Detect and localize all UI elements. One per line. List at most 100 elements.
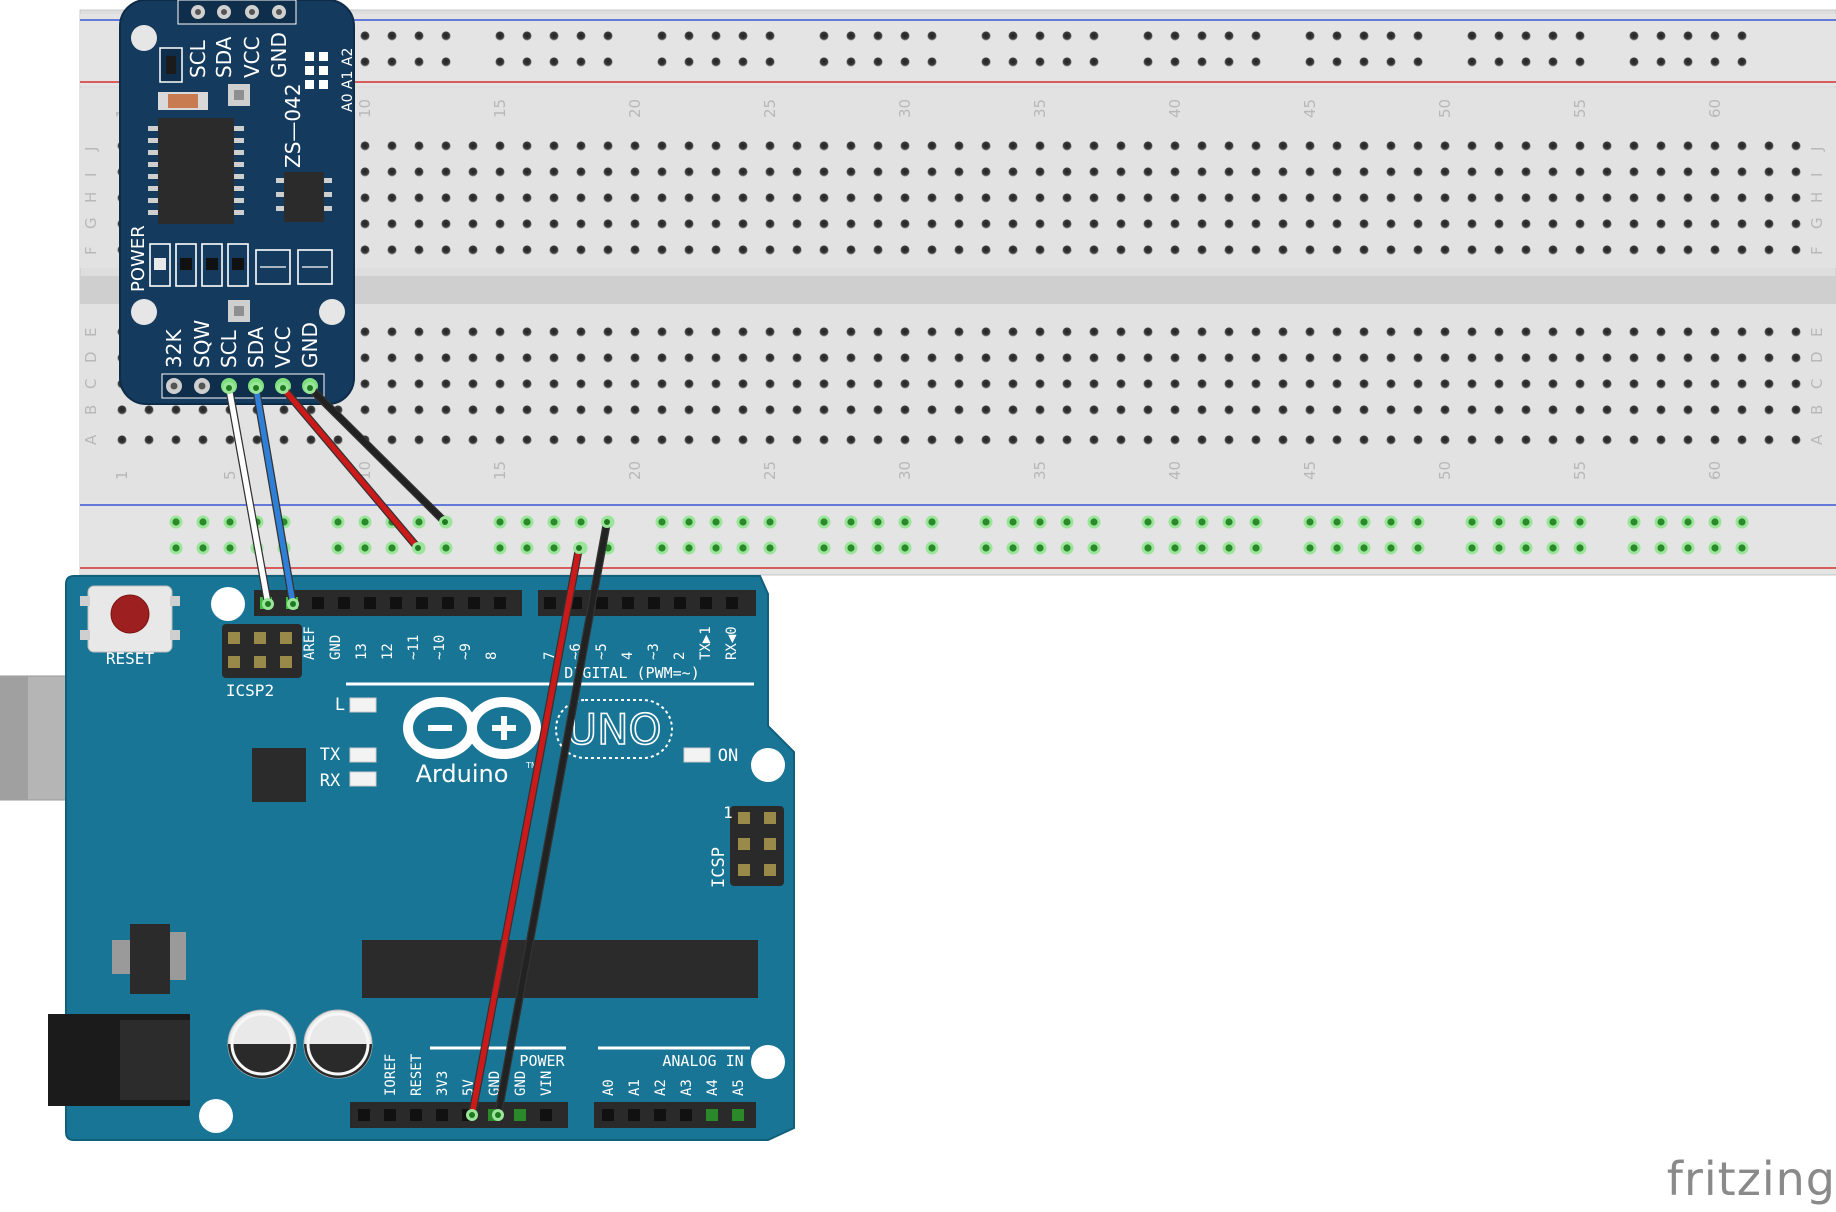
breadboard-hole[interactable] [1494,141,1504,151]
breadboard-hole[interactable] [1035,353,1045,363]
breadboard-hole[interactable] [306,435,316,445]
power-rail-hole[interactable] [1683,31,1693,41]
power-rail-hole[interactable] [1549,544,1557,552]
power-rail-hole[interactable] [1548,31,1558,41]
power-rail-hole[interactable] [1197,57,1207,67]
icsp2-pin[interactable] [280,656,292,668]
breadboard-hole[interactable] [414,245,424,255]
breadboard-hole[interactable] [981,219,991,229]
breadboard-hole[interactable] [387,141,397,151]
breadboard-hole[interactable] [873,405,883,415]
digital-header-pin[interactable] [674,597,686,609]
wire-5v[interactable] [469,545,582,1118]
power-rail-hole[interactable] [873,57,883,67]
breadboard-hole[interactable] [1494,405,1504,415]
breadboard-hole[interactable] [792,405,802,415]
icsp-pin[interactable] [738,812,750,824]
breadboard-hole[interactable] [1224,219,1234,229]
breadboard-hole[interactable] [441,405,451,415]
breadboard-hole[interactable] [495,379,505,389]
breadboard-hole[interactable] [1008,245,1018,255]
power-rail-hole[interactable] [1468,518,1476,526]
breadboard-hole[interactable] [873,193,883,203]
breadboard-hole[interactable] [630,141,640,151]
power-rail-hole[interactable] [1468,544,1476,552]
power-rail-hole[interactable] [1656,31,1666,41]
breadboard-hole[interactable] [603,141,613,151]
power-rail-hole[interactable] [1576,518,1584,526]
power-rail-hole[interactable] [684,31,694,41]
power-rail-hole[interactable] [1197,31,1207,41]
breadboard-hole[interactable] [387,405,397,415]
breadboard-hole[interactable] [1494,379,1504,389]
breadboard-hole[interactable] [1197,193,1207,203]
power-header-pin[interactable] [436,1109,448,1121]
breadboard-hole[interactable] [657,193,667,203]
power-rail-hole[interactable] [1684,544,1692,552]
breadboard-hole[interactable] [117,435,127,445]
breadboard-hole[interactable] [144,435,154,445]
breadboard-hole[interactable] [1629,435,1639,445]
breadboard-hole[interactable] [792,219,802,229]
breadboard-hole[interactable] [1116,327,1126,337]
breadboard-hole[interactable] [684,193,694,203]
breadboard-hole[interactable] [1602,245,1612,255]
breadboard-hole[interactable] [576,193,586,203]
breadboard-hole[interactable] [981,353,991,363]
breadboard-hole[interactable] [387,327,397,337]
breadboard-hole[interactable] [1602,167,1612,177]
breadboard-hole[interactable] [549,245,559,255]
icsp2-pin[interactable] [228,656,240,668]
breadboard-hole[interactable] [1305,405,1315,415]
breadboard-hole[interactable] [1575,435,1585,445]
breadboard-hole[interactable] [1062,435,1072,445]
breadboard-hole[interactable] [1602,327,1612,337]
breadboard-hole[interactable] [1224,405,1234,415]
breadboard-hole[interactable] [549,435,559,445]
power-rail-hole[interactable] [900,31,910,41]
breadboard-hole[interactable] [1332,167,1342,177]
breadboard-hole[interactable] [1413,435,1423,445]
power-rail-hole[interactable] [657,57,667,67]
breadboard-hole[interactable] [522,141,532,151]
breadboard-hole[interactable] [1089,327,1099,337]
breadboard-hole[interactable] [1224,167,1234,177]
power-rail-hole[interactable] [361,518,369,526]
power-rail-hole[interactable] [1711,518,1719,526]
breadboard-hole[interactable] [900,219,910,229]
power-rail-hole[interactable] [1575,57,1585,67]
breadboard-hole[interactable] [1305,193,1315,203]
icsp2-pin[interactable] [254,632,266,644]
breadboard-hole[interactable] [846,141,856,151]
power-rail-hole[interactable] [1062,31,1072,41]
power-rail-hole[interactable] [1629,57,1639,67]
breadboard-hole[interactable] [765,219,775,229]
power-rail-hole[interactable] [1332,31,1342,41]
breadboard-hole[interactable] [846,353,856,363]
breadboard-hole[interactable] [171,435,181,445]
breadboard-hole[interactable] [1737,327,1747,337]
breadboard-hole[interactable] [1440,405,1450,415]
breadboard-hole[interactable] [657,141,667,151]
breadboard-hole[interactable] [954,435,964,445]
wire-sda[interactable] [253,385,296,607]
icsp-pin[interactable] [764,812,776,824]
breadboard-hole[interactable] [1629,167,1639,177]
breadboard-hole[interactable] [522,379,532,389]
breadboard-hole[interactable] [225,435,235,445]
breadboard-hole[interactable] [1791,141,1801,151]
breadboard-hole[interactable] [819,167,829,177]
breadboard-hole[interactable] [873,327,883,337]
breadboard-hole[interactable] [1305,353,1315,363]
breadboard-hole[interactable] [522,167,532,177]
power-rail-hole[interactable] [847,518,855,526]
power-rail-hole[interactable] [873,31,883,41]
power-rail-hole[interactable] [1387,544,1395,552]
power-rail-hole[interactable] [1576,544,1584,552]
power-rail-hole[interactable] [550,518,558,526]
power-rail-hole[interactable] [1305,57,1315,67]
power-rail-hole[interactable] [1305,31,1315,41]
breadboard-hole[interactable] [198,435,208,445]
analog-header-pin[interactable] [628,1109,640,1121]
breadboard-hole[interactable] [765,379,775,389]
